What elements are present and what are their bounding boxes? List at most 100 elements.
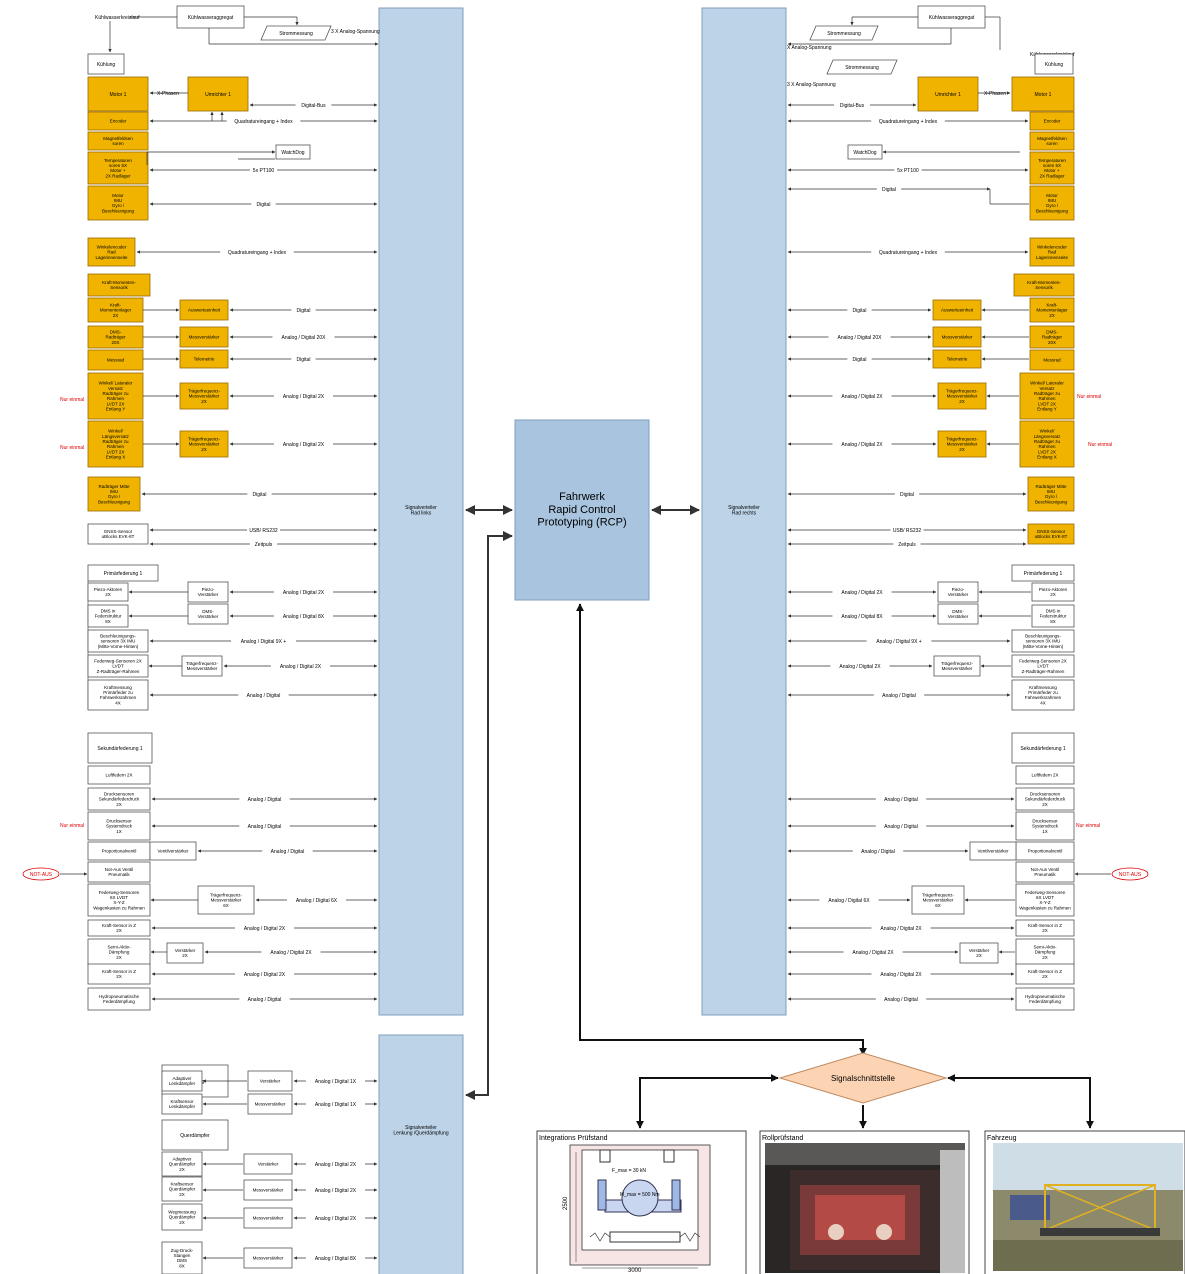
svg-text:Zeitpuls: Zeitpuls — [898, 542, 916, 548]
left-secondary-amp-7: Verstärker2X — [167, 943, 203, 963]
right-sensor-1: Magnetfeldsensoren — [1030, 132, 1074, 150]
svg-text:Messrad: Messrad — [107, 358, 125, 363]
right-wheel-signal-1: Analog / Digital 20X — [788, 334, 931, 341]
left-secondary-sensor-3-label: Proportionalventil — [102, 849, 137, 854]
right-angle-encoder: WinkelencoderRadLagerinnenseite — [1030, 238, 1074, 266]
svg-text:Entlang Y: Entlang Y — [106, 407, 125, 412]
left-coolant-unit-label: Kühlwasseraggregat — [188, 15, 234, 21]
left-secondary-sensor-0-label: Luftfedern 2X — [105, 773, 132, 778]
left-coolant-unit: Kühlwasseraggregat — [177, 6, 244, 28]
left-sensor-0-label: Encoder — [110, 119, 127, 124]
right-current-meas-2-label: Strommessung — [845, 65, 879, 71]
svg-text:2X: 2X — [182, 953, 188, 958]
right-wheel-amp-4: Trägerfrequenz-Messverstärker2X — [938, 431, 986, 457]
svg-text:Analog / Digital 8X: Analog / Digital 8X — [283, 614, 325, 620]
right-secondary-sensor-2: DrucksensorSystemdruck1X — [1016, 812, 1074, 840]
left-secondary-signal-7: Analog / Digital 2X — [205, 949, 377, 956]
svg-text:Sensorik: Sensorik — [1035, 285, 1053, 290]
left-gnss-label: GNSS-SensoruBlocks EVK-8T — [102, 529, 135, 539]
left-wheel-signal-4: Analog / Digital 2X — [230, 441, 377, 448]
lateral-damper-signal-3: Analog / Digital 8X — [294, 1255, 377, 1262]
panel-rollpruefstand-title: Rollprüfstand — [762, 1135, 803, 1142]
svg-text:2X: 2X — [179, 1167, 185, 1172]
steering-amp-1: Messverstärker — [248, 1094, 292, 1114]
right-signal-encoder: Quadratureingang + Index — [788, 118, 1028, 125]
roll-test-stand-photo — [765, 1143, 965, 1273]
left-signal-gnss-pps: Zeitpuls — [150, 541, 377, 548]
panel-fahrzeug-title: Fahrzeug — [987, 1135, 1017, 1142]
right-secondary-title: Sekundärfederung 1 — [1012, 733, 1074, 763]
left-primary-sensor-4: KraftmessungPrimärfeder zuFahrwerksrahme… — [88, 680, 148, 710]
right-secondary-title-label: Sekundärfederung 1 — [1020, 746, 1066, 752]
svg-text:4X: 4X — [115, 700, 121, 705]
left-signal-imu: Digital — [150, 201, 377, 208]
left-primary-sensor-2-label: Beschleunigungs-sensoren 3X IMU(Mitte-Vo… — [98, 633, 139, 648]
svg-text:Telemetrie: Telemetrie — [947, 357, 968, 362]
lateral-damper-amp-0-label: Verstärker — [258, 1162, 279, 1167]
svg-text:Sekundärfederung 1: Sekundärfederung 1 — [97, 746, 143, 752]
svg-text:Proportionalventil: Proportionalventil — [102, 849, 137, 854]
svg-text:Analog / Digital 2X: Analog / Digital 2X — [839, 664, 881, 670]
svg-text:Analog / Digital: Analog / Digital — [882, 693, 916, 699]
svg-text:Quadratureingang + Index: Quadratureingang + Index — [879, 250, 938, 256]
right-secondary-amp-3-label: Ventilverstärker — [977, 849, 1009, 854]
svg-text:Analog / Digital 20X: Analog / Digital 20X — [838, 335, 883, 341]
left-cooling: Kühlung — [88, 54, 124, 74]
right-primary-sensor-2-label: Beschleunigungs-sensoren 3X IMU(Mitte-Vo… — [1023, 633, 1064, 648]
svg-text:Entlang X: Entlang X — [106, 455, 126, 460]
svg-text:Digital-Bus: Digital-Bus — [301, 103, 326, 109]
lateral-damper-sensor-2: WegmessungQuerdämpfer2X — [162, 1204, 202, 1230]
right-wheel-amp-2: Telemetrie — [933, 350, 981, 368]
right-primary-sensor-0: Piezo-Aktoren2X — [1032, 583, 1074, 601]
right-secondary-sensor-0: Luftfedern 2X — [1016, 766, 1074, 784]
steering-amp-1-label: Messverstärker — [255, 1102, 286, 1107]
left-wheel-amp-1: Messverstärker — [180, 327, 228, 347]
right-primary-amp-3: Trägerfrequenz-Messverstärker — [934, 656, 980, 676]
left-signal-mid: Digital — [142, 491, 377, 498]
left-note-2: Nur einmal — [60, 445, 84, 451]
svg-text:Analog / Digital 2X: Analog / Digital 2X — [244, 926, 286, 932]
left-gnss: GNSS-SensoruBlocks EVK-8T — [88, 524, 148, 544]
right-wheel-amp-0-label: Auswerteeinheit — [941, 308, 974, 313]
vehicle-photo — [993, 1143, 1183, 1271]
svg-text:6X: 6X — [935, 903, 941, 908]
right-wheel-sensor-3: Winkel/ LateralerVersatzRadträger zuRahm… — [1020, 373, 1074, 419]
lateral-damper-amp-1: Messverstärker — [244, 1180, 292, 1200]
right-wheel-amp-3: Trägerfrequenz-Messverstärker2X — [938, 383, 986, 409]
svg-text:Encoder: Encoder — [1044, 119, 1061, 124]
svg-text:Beschleunigung: Beschleunigung — [1035, 499, 1068, 504]
steering-amp-0: Verstärker — [248, 1071, 292, 1091]
right-note-3: Nur einmal — [1076, 823, 1100, 829]
steering-amp-0-label: Verstärker — [260, 1079, 281, 1084]
left-emergency-stop-label: NOT-AUS — [30, 872, 53, 878]
left-note-1: Nur einmal — [60, 397, 84, 403]
right-signal-gnss-pps: Zeitpuls — [788, 541, 1026, 548]
svg-text:Digital: Digital — [882, 187, 896, 193]
steering-signal-0: Analog / Digital 1X — [294, 1078, 377, 1085]
svg-text:Zeitpuls: Zeitpuls — [255, 542, 273, 548]
svg-text:Primärfederung 1: Primärfederung 1 — [104, 571, 143, 577]
svg-text:2X: 2X — [1049, 313, 1055, 318]
right-signal-mid: Digital — [788, 491, 1026, 498]
left-cooling-label: Kühlung — [97, 62, 116, 68]
right-secondary-sensor-3: Proportionalventil — [1016, 842, 1074, 860]
svg-text:Analog / Digital 2X: Analog / Digital 2X — [880, 972, 922, 978]
left-digital-bus: Digital-Bus — [250, 102, 377, 109]
right-inverter: Umrichter 1 — [918, 77, 978, 111]
svg-text:5x PT100: 5x PT100 — [253, 168, 275, 174]
right-bus-text: SignalverteilerRad rechts — [728, 505, 760, 517]
svg-text:Analog / Digital 2X: Analog / Digital 2X — [315, 1216, 357, 1222]
svg-text:1X: 1X — [1042, 829, 1048, 834]
left-wheel-signal-1: Analog / Digital 20X — [230, 334, 377, 341]
svg-text:Ventilverstärker: Ventilverstärker — [977, 849, 1009, 854]
right-wheel-sensor-2-label: Messrad — [1043, 358, 1061, 363]
right-primary-sensor-1: DMS inFederstruktur8X — [1032, 605, 1074, 627]
svg-text:Messverstärker: Messverstärker — [189, 335, 220, 340]
